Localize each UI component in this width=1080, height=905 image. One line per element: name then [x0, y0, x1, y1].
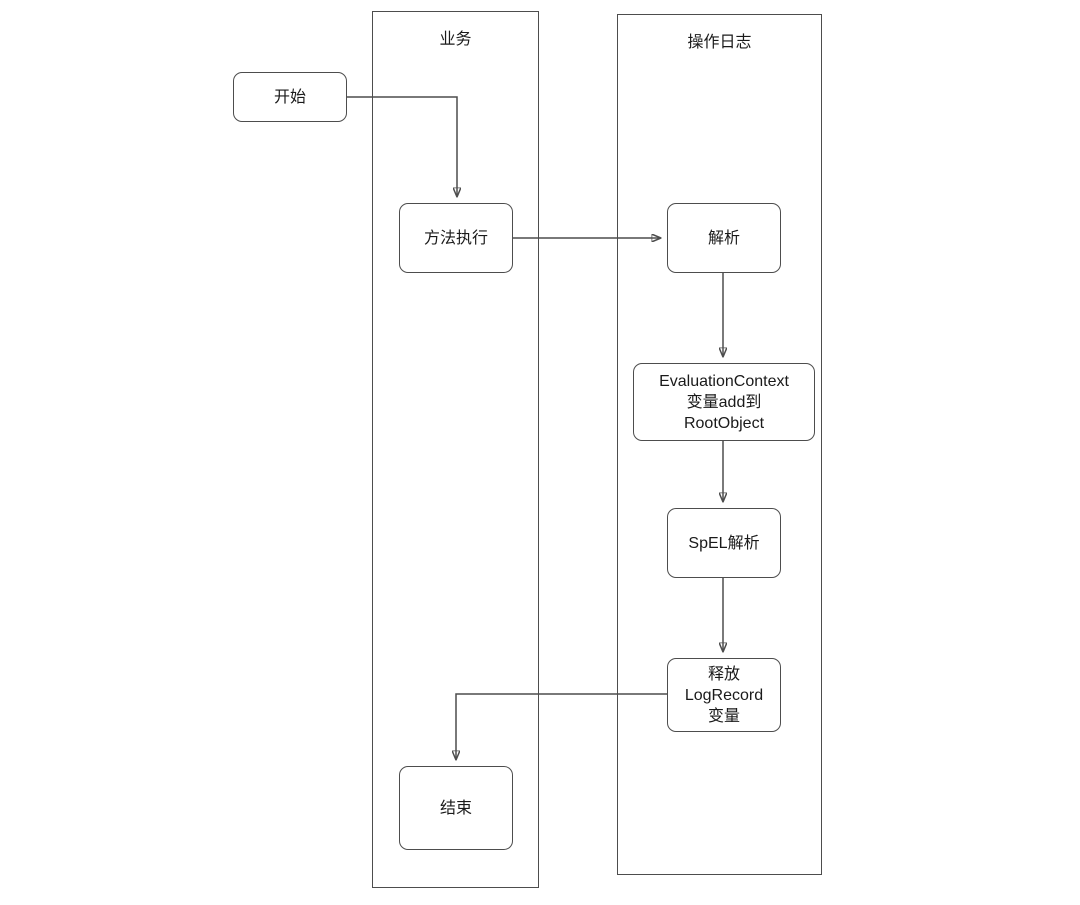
node-parse[interactable]: 解析 [667, 203, 781, 273]
node-evaluation-context[interactable]: EvaluationContext 变量add到 RootObject [633, 363, 815, 441]
node-start[interactable]: 开始 [233, 72, 347, 122]
swimlane-business-title: 业务 [439, 31, 472, 48]
swimlane-operation-log-title: 操作日志 [687, 34, 752, 51]
swimlane-operation-log[interactable]: 操作日志 [617, 14, 822, 875]
node-method-execution[interactable]: 方法执行 [399, 203, 513, 273]
node-spel-parse[interactable]: SpEL解析 [667, 508, 781, 578]
node-release-logrecord[interactable]: 释放 LogRecord 变量 [667, 658, 781, 732]
node-end[interactable]: 结束 [399, 766, 513, 850]
swimlane-business[interactable]: 业务 [372, 11, 539, 888]
